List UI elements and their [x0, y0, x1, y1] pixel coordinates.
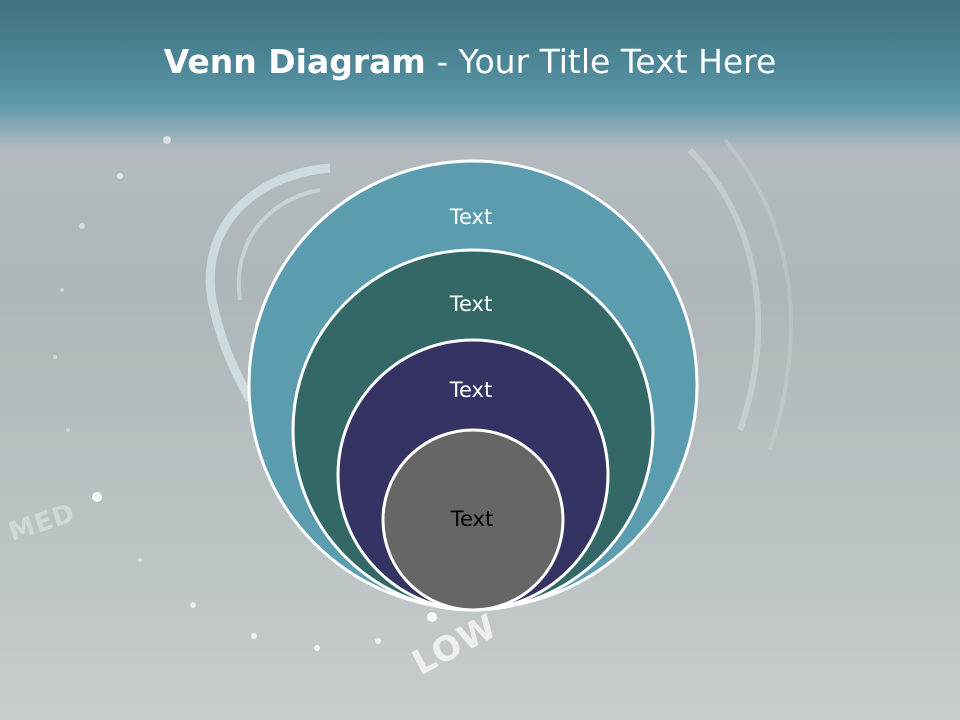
venn-label-second: Text: [449, 292, 493, 316]
venn-label-third: Text: [449, 378, 493, 402]
slide-title: Venn Diagram - Your Title Text Here: [0, 42, 940, 81]
slide-title-rest: - Your Title Text Here: [425, 42, 777, 81]
venn-label-inner: Text: [450, 507, 494, 531]
venn-label-outer: Text: [449, 205, 493, 229]
title-bar: [0, 0, 960, 150]
venn-circle-inner[interactable]: [381, 428, 565, 612]
slide-title-bold: Venn Diagram: [163, 42, 426, 81]
